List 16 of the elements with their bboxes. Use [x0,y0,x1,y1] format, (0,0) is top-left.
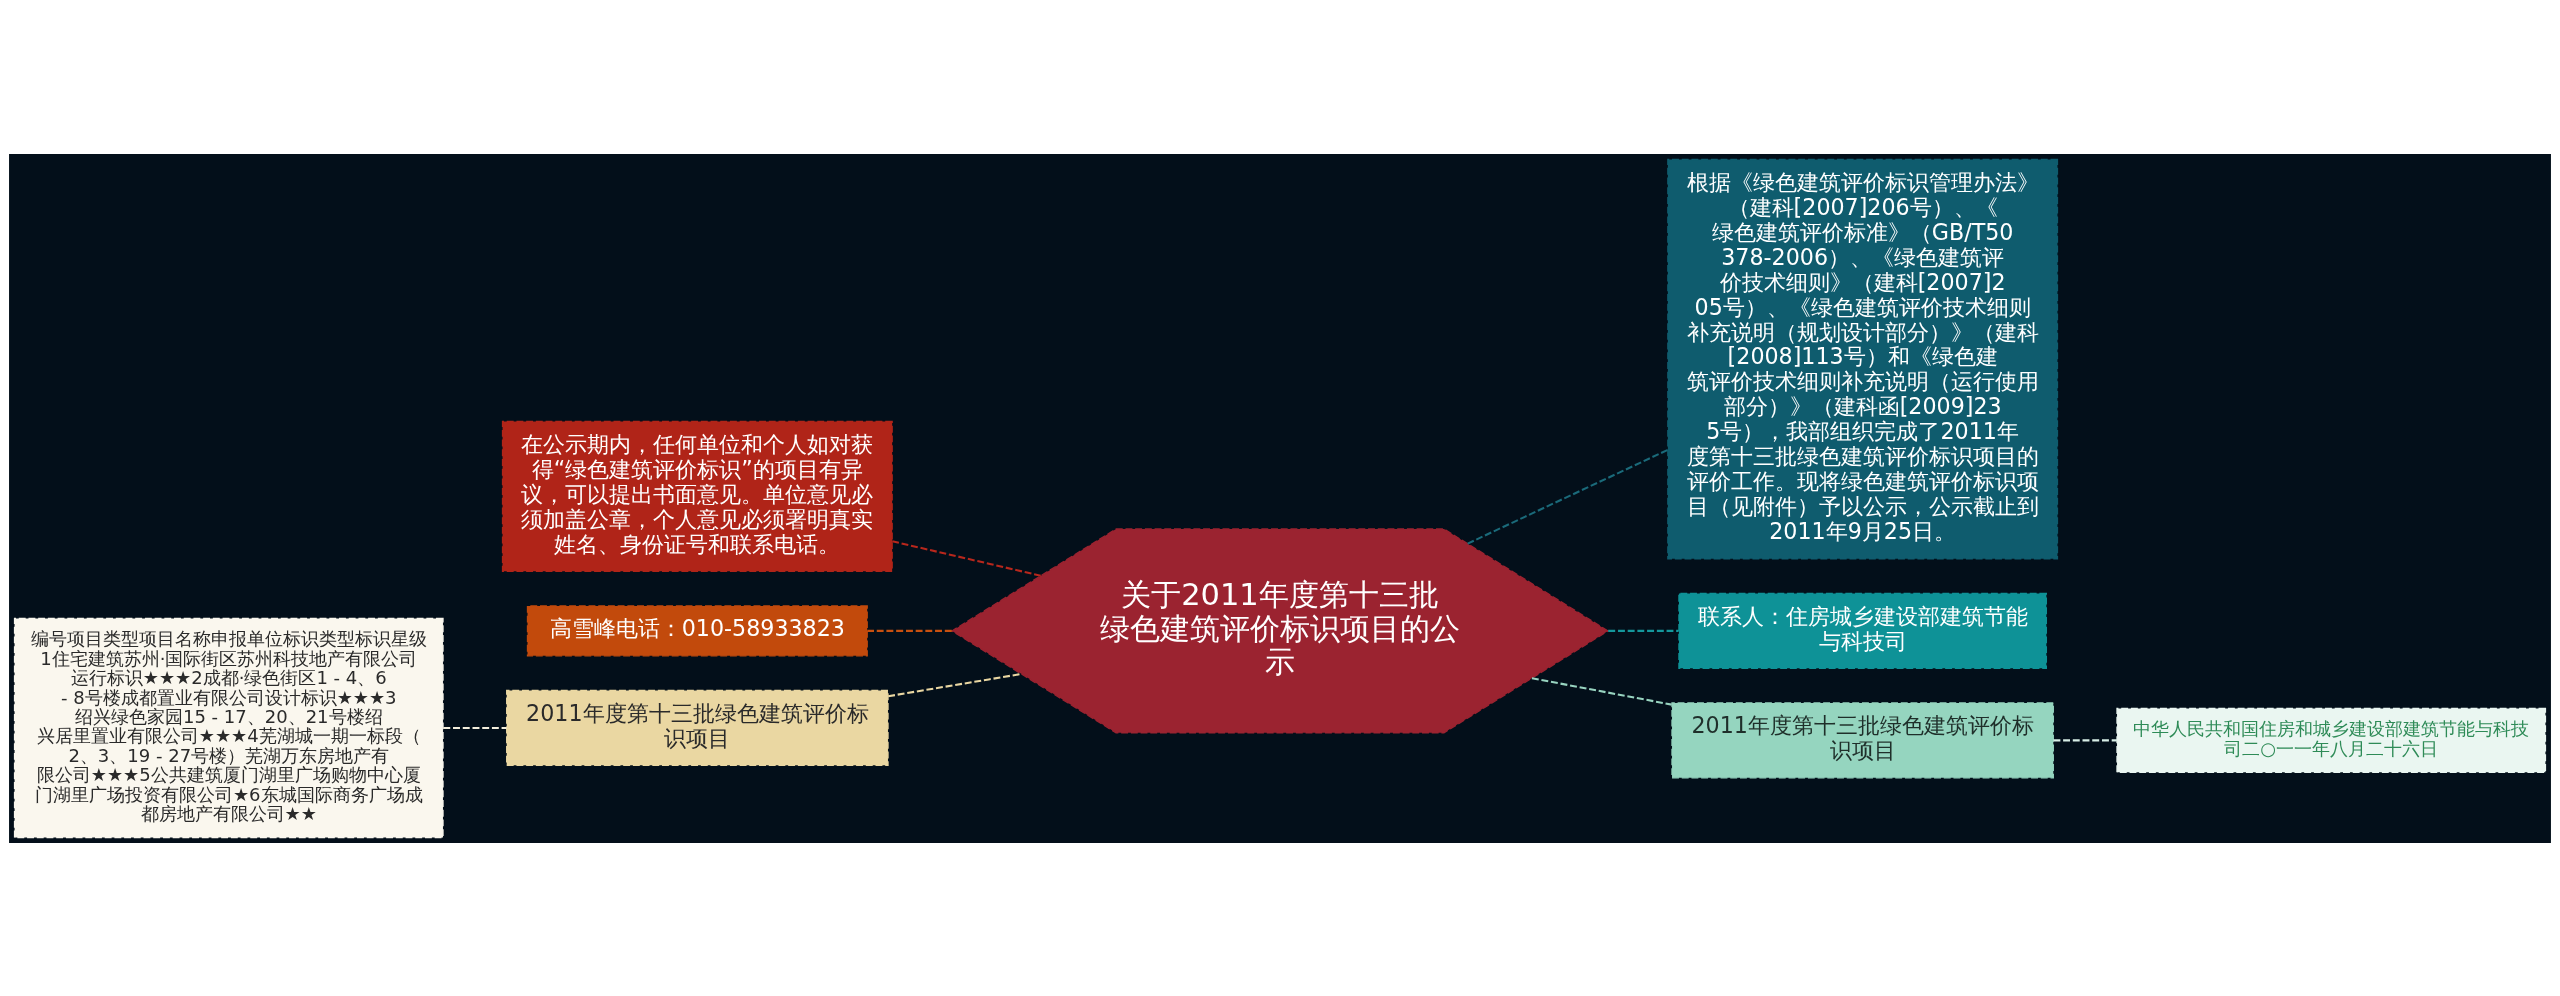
node-box: 编号项目类型项目名称申报单位标识类型标识星级1住宅建筑苏州·国际街区苏州科技地产有限公司运行标识★★★2成都·绿色街区1 - 4、6 - 8号楼成都置业有限公司设计标识★★★3绍兴绿色家园15 - 17、20、21号楼绍兴居里置业有限公司★★★4芜湖城一期一标段（2、3、19 - 27号楼）芜湖万东房地产有限公司★★★5公共建筑厦门湖里广场购物中心厦门湖里广场投资有限公司★6东城国际商务广场成都房地产有限公司★★ [13,617,444,838]
connector [867,629,952,632]
connector [1467,448,1669,545]
node-box: 2011年度第十三批绿色建筑评价标识项目 [1671,701,2054,779]
node-box: 在公示期内，任何单位和个人如对获得“绿色建筑评价标识”的项目有异议，可以提出书面意见。单位意见必须加盖公章，个人意见必须署明真实姓名、身份证号和联系电话。 [501,420,893,572]
connector [2053,738,2117,741]
connector [1608,629,1679,632]
connector [892,539,1041,577]
node-box: 2011年度第十三批绿色建筑评价标识项目 [506,689,889,766]
connector [888,672,1022,697]
node-box: 高雪峰电话：010-58933823 [526,604,868,657]
node-box: 中华人民共和国住房和城乡建设部建筑节能与科技司二○一一年八月二十六日 [2116,707,2547,773]
connector [443,726,507,729]
node-box: 联系人：住房城乡建设部建筑节能与科技司 [1678,592,2048,669]
node-box: 根据《绿色建筑评价标识管理办法》（建科[2007]206号）、《绿色建筑评价标准》（GB/T50378-2006）、《绿色建筑评价技术细则》（建科[2007]205号）、《绿色建筑评价技术细则补充说明（规划设计部分）》（建科[2008]113号）和《绿色建筑评价技术细则补充说明（运行使用部分）》（建科函[2009]235号），我部组织完成了2011年度第十三批绿色建筑评价标识项目的评价工作。现将绿色建筑评价标识项目（见附件）予以公示，公示截止到2011年9月25日。 [1667,158,2059,559]
connector [1531,676,1672,706]
